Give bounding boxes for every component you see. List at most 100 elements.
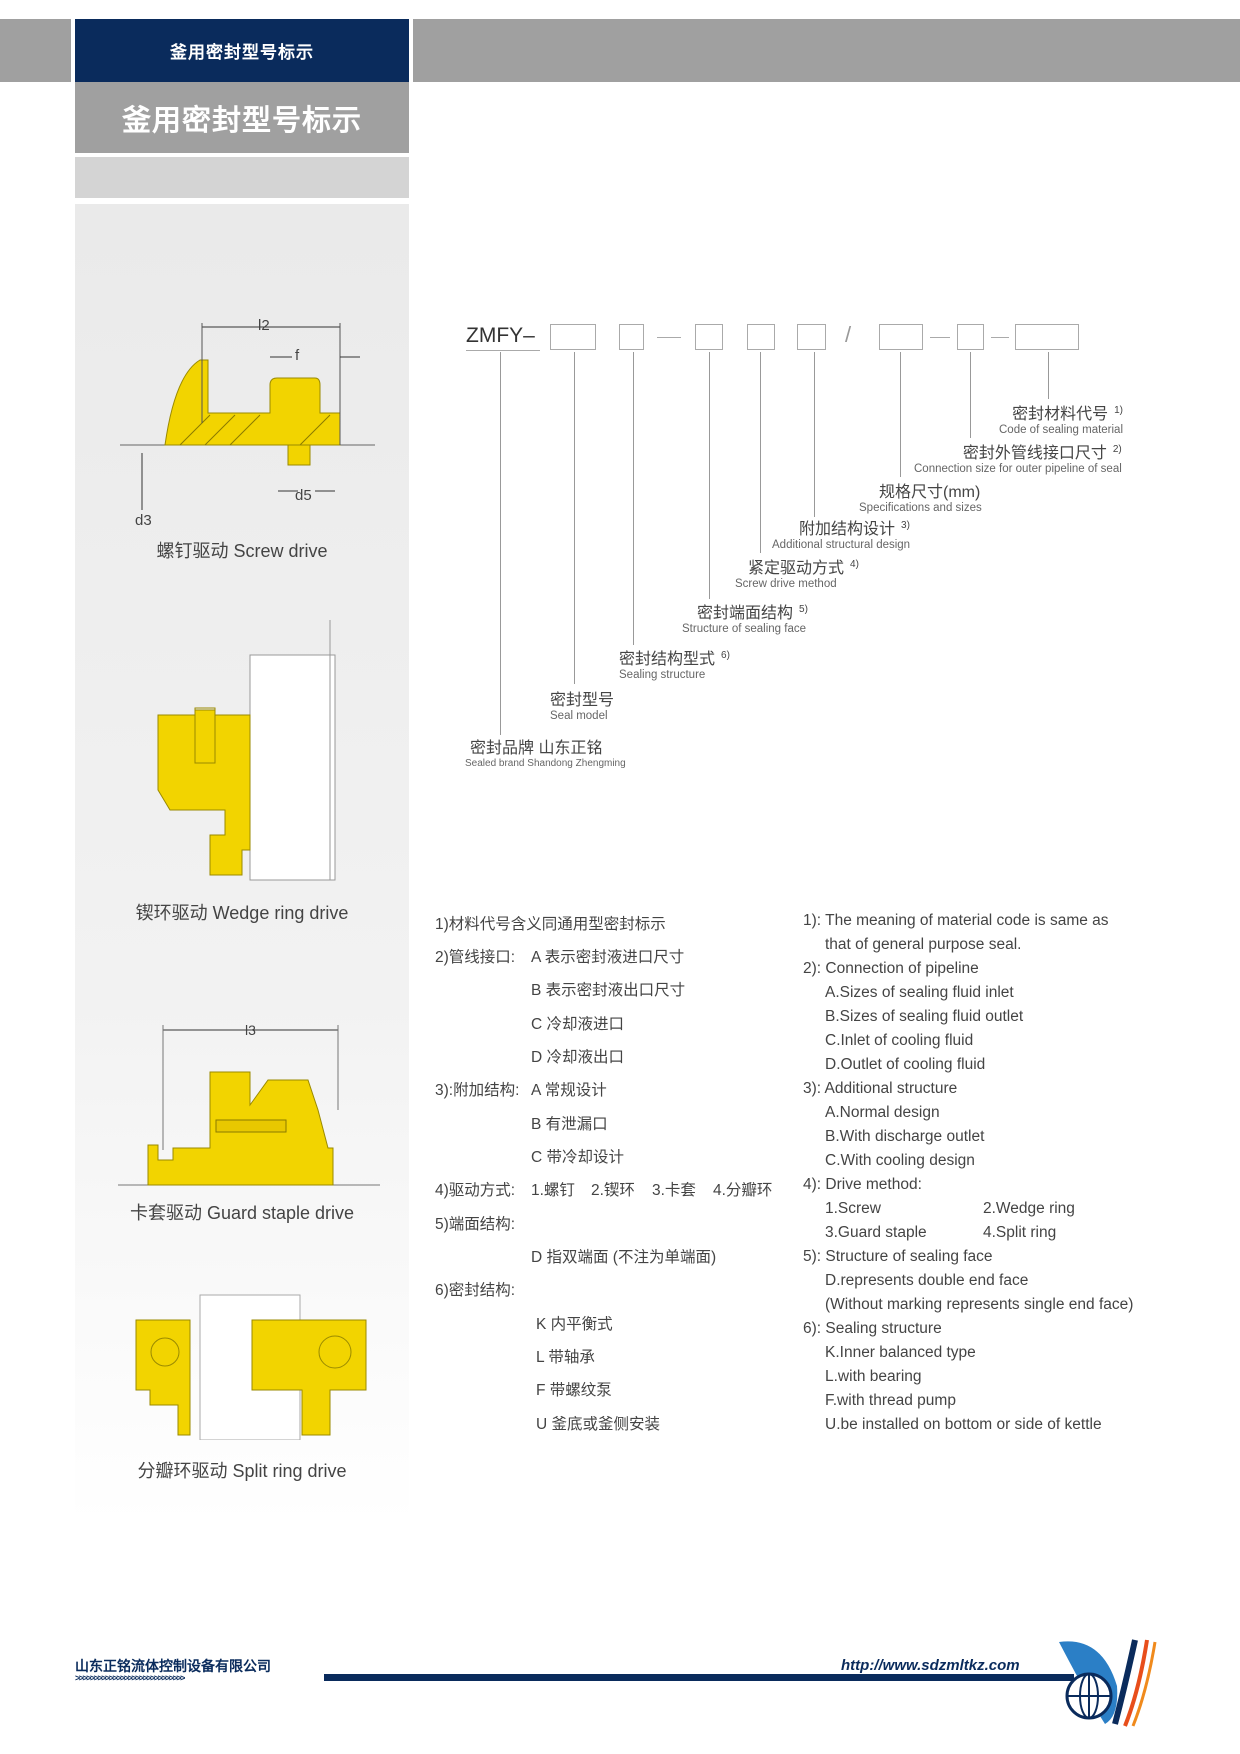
dim-d3: d3 (135, 512, 152, 529)
leader-line (1048, 352, 1049, 399)
code-label-specification: 规格尺寸(mm)Specifications and sizes (859, 484, 982, 514)
note-en: C.Inlet of cooling fluid (825, 1032, 974, 1049)
split-ring-diagram (135, 1294, 367, 1440)
code-box-size (879, 324, 923, 350)
note-cn: A 常规设计 (531, 1082, 607, 1099)
note-en: 1): The meaning of material code is same… (803, 912, 1109, 929)
note-cn: 1)材料代号含义同通用型密封标示 (435, 916, 666, 933)
note-cn: B 有泄漏口 (531, 1116, 608, 1133)
note-en: 5): Structure of sealing face (803, 1248, 993, 1265)
code-box-drive (747, 324, 775, 350)
code-box-model (550, 324, 596, 350)
header-tab: 釜用密封型号标示 (75, 19, 409, 82)
note-cn: 2)管线接口: (435, 949, 516, 966)
note-en: 1.Screw (825, 1200, 881, 1217)
wedge-ring-diagram (157, 620, 336, 881)
code-box-additional (797, 324, 826, 350)
note-cn: 4)驱动方式: (435, 1182, 516, 1199)
dim-f: f (295, 347, 300, 364)
code-dash (991, 337, 1009, 338)
leader-line (633, 352, 634, 645)
dim-l2: l2 (258, 317, 270, 334)
note-cn: K 内平衡式 (536, 1316, 613, 1333)
header-tab-title: 釜用密封型号标示 (170, 43, 314, 62)
leader-line (900, 352, 901, 477)
leader-line (500, 352, 501, 735)
footer-chevrons: >>>>>>>>>>>>>>>>>>>>>>>>>>>>> (75, 1673, 185, 1683)
code-box-connection (957, 324, 984, 350)
company-logo-globe-icon (1059, 1639, 1157, 1727)
code-box-structure (619, 324, 644, 350)
section-title-box: 釜用密封型号标示 (75, 82, 409, 153)
note-en: 2): Connection of pipeline (803, 960, 979, 977)
footer-rule (324, 1674, 1074, 1681)
code-dash (657, 337, 681, 338)
note-en: 3.Guard staple (825, 1224, 927, 1241)
note-cn: 5)端面结构: (435, 1216, 516, 1233)
caption-wedge-ring-drive: 锲环驱动 Wedge ring drive (135, 903, 349, 923)
note-cn: 1.螺钉 (531, 1182, 575, 1199)
note-cn: D 指双端面 (不注为单端面) (531, 1249, 717, 1266)
note-en: K.Inner balanced type (825, 1344, 976, 1361)
leader-line (970, 352, 971, 438)
note-cn: 6)密封结构: (435, 1282, 516, 1299)
code-dash (930, 337, 950, 338)
subtitle-bar (75, 157, 409, 198)
note-cn: 4.分瓣环 (713, 1182, 773, 1199)
note-en: U.be installed on bottom or side of kett… (825, 1416, 1102, 1433)
note-en: F.with thread pump (825, 1392, 956, 1409)
note-en: D.represents double end face (825, 1272, 1029, 1289)
prefix-underline (466, 350, 540, 351)
note-cn: D 冷却液出口 (531, 1049, 625, 1066)
header-band-left (0, 19, 71, 82)
note-cn: 3.卡套 (652, 1182, 696, 1199)
screw-drive-diagram: l2 f d5 d3 (120, 317, 375, 529)
caption-guard-staple-drive: 卡套驱动 Guard staple drive (129, 1203, 355, 1223)
note-en: D.Outlet of cooling fluid (825, 1056, 986, 1073)
note-en: 6): Sealing structure (803, 1320, 942, 1337)
note-en: B.Sizes of sealing fluid outlet (825, 1008, 1024, 1025)
note-en: B.With discharge outlet (825, 1128, 985, 1145)
caption-screw-drive: 螺钉驱动 Screw drive (156, 541, 328, 561)
note-cn: F 带螺纹泵 (536, 1382, 612, 1399)
note-cn: L 带轴承 (536, 1349, 595, 1366)
caption-split-ring-drive: 分瓣环驱动 Split ring drive (137, 1461, 347, 1481)
note-en: C.With cooling design (825, 1152, 975, 1169)
note-cn: B 表示密封液出口尺寸 (531, 982, 686, 999)
leader-line (709, 352, 710, 599)
leader-line (814, 352, 815, 517)
note-cn: 2.锲环 (591, 1182, 635, 1199)
section-title: 釜用密封型号标示 (121, 104, 362, 137)
dim-d5: d5 (295, 487, 312, 504)
code-slash: / (845, 322, 852, 347)
note-en: that of general purpose seal. (825, 936, 1022, 953)
note-en: (Without marking represents single end f… (825, 1296, 1134, 1313)
note-en: L.with bearing (825, 1368, 922, 1385)
note-en: 4): Drive method: (803, 1176, 922, 1193)
leader-line (760, 352, 761, 553)
header-band-right (413, 19, 1240, 82)
dim-l3: l3 (245, 1022, 256, 1038)
note-en: 2.Wedge ring (983, 1200, 1075, 1217)
note-cn: 3):附加结构: (435, 1082, 520, 1099)
leader-line (574, 352, 575, 684)
code-box-face (695, 324, 723, 350)
footer-url[interactable]: http://www.sdzmltkz.com (841, 1657, 1020, 1674)
note-cn: A 表示密封液进口尺寸 (531, 949, 685, 966)
guard-staple-diagram: l3 (118, 1022, 380, 1186)
note-cn: U 釜底或釜侧安装 (536, 1416, 661, 1433)
note-en: A.Normal design (825, 1104, 940, 1121)
note-en: 4.Split ring (983, 1224, 1057, 1241)
code-box-material (1015, 324, 1079, 350)
note-cn: C 冷却液进口 (531, 1016, 625, 1033)
note-en: A.Sizes of sealing fluid inlet (825, 984, 1014, 1001)
note-cn: C 带冷却设计 (531, 1149, 625, 1166)
